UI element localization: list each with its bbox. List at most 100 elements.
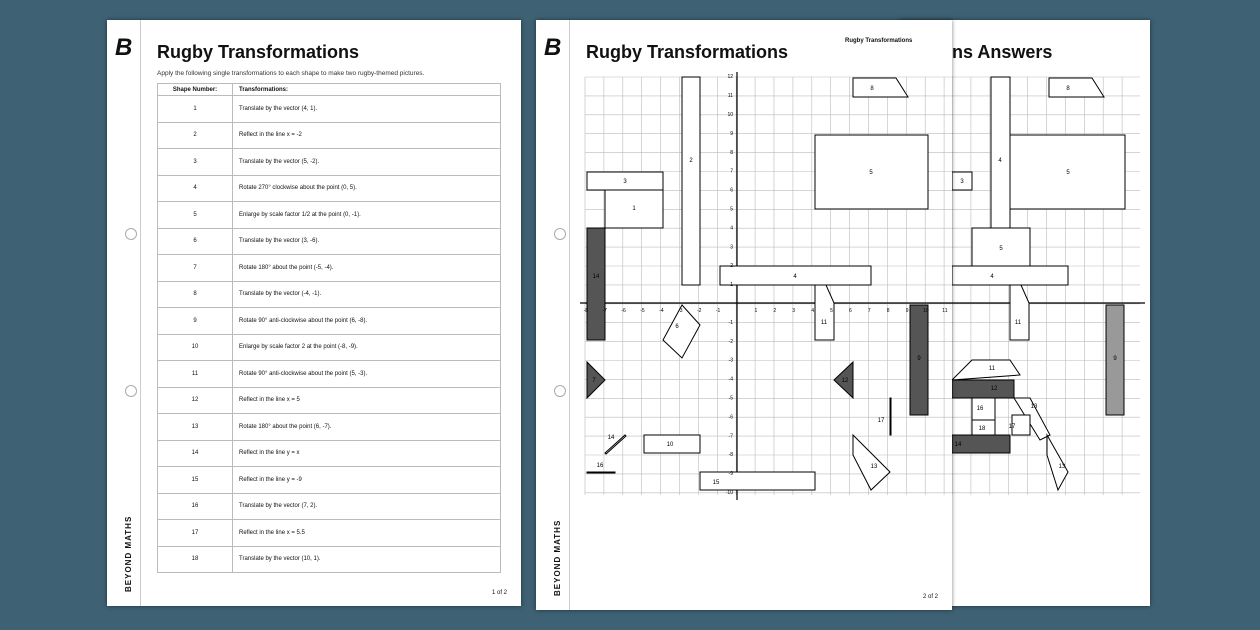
shape-label: 17 xyxy=(878,418,885,424)
x-tick-label: -5 xyxy=(640,308,645,314)
shape xyxy=(1046,433,1069,492)
shape xyxy=(950,359,1021,381)
x-tick-label: 5 xyxy=(830,308,833,314)
y-tick-label: 11 xyxy=(728,93,733,99)
page-title: Rugby Transformations xyxy=(157,42,360,62)
shape xyxy=(990,76,1011,231)
y-tick-label: 1 xyxy=(730,282,733,288)
shape-label: 12 xyxy=(842,378,849,384)
y-tick-label: 6 xyxy=(730,188,733,194)
transformation: Translate by the vector (5, -2). xyxy=(232,148,501,176)
transformation: Translate by the vector (4, 1). xyxy=(232,95,501,123)
transformation: Enlarge by scale factor 2 at the point (… xyxy=(232,333,501,361)
shape-label: 17 xyxy=(1009,424,1016,430)
x-tick-label: 9 xyxy=(906,308,909,314)
shape xyxy=(586,471,616,474)
shape-label: 5 xyxy=(869,170,873,176)
binding-strip xyxy=(107,20,141,606)
page-number: 1 of 2 xyxy=(491,590,507,596)
shape-number: 8 xyxy=(157,280,233,308)
transformation: Rotate 180° about the point (-5, -4). xyxy=(232,254,501,282)
shape xyxy=(699,471,816,491)
shape-label: 4 xyxy=(990,274,994,280)
y-tick-label: 9 xyxy=(730,131,733,137)
punch-hole xyxy=(554,228,566,240)
shape xyxy=(909,304,929,416)
shape xyxy=(852,77,909,98)
x-tick-label: -2 xyxy=(697,308,702,314)
shape-number: 5 xyxy=(157,201,233,229)
x-tick-label: 2 xyxy=(773,308,776,314)
shape-label: 14 xyxy=(608,435,615,441)
shape-number: 16 xyxy=(157,492,233,520)
shape-label: 13 xyxy=(1031,404,1038,410)
shape-label: 7 xyxy=(592,378,596,384)
shape xyxy=(604,434,627,455)
y-tick-label: 2 xyxy=(730,263,733,269)
shape xyxy=(1048,77,1105,98)
punch-hole xyxy=(125,385,137,397)
x-tick-label: 8 xyxy=(887,308,890,314)
punch-hole xyxy=(125,228,137,240)
x-tick-label: -4 xyxy=(659,308,664,314)
transformation: Rotate 270° clockwise about the point (0… xyxy=(232,174,501,202)
y-tick-label: 12 xyxy=(727,74,733,80)
shape xyxy=(833,360,854,400)
shape xyxy=(586,227,606,341)
transformation: Enlarge by scale factor 1/2 at the point… xyxy=(232,201,501,229)
y-tick-label: 10 xyxy=(727,112,733,118)
shape-label: 13 xyxy=(871,464,878,470)
y-tick-label: 7 xyxy=(730,169,733,175)
transformation: Translate by the vector (10, 1). xyxy=(232,545,501,573)
shape-number: 9 xyxy=(157,307,233,335)
y-tick-label: -4 xyxy=(729,377,734,383)
x-tick-label: 1 xyxy=(755,308,758,314)
shape-number: 7 xyxy=(157,254,233,282)
x-tick-label: -3 xyxy=(678,308,683,314)
logo: B xyxy=(544,34,562,61)
shape xyxy=(662,304,701,359)
transformation: Reflect in the line x = 5.5 xyxy=(232,519,501,547)
shape-number: 11 xyxy=(157,360,233,388)
shape-label: 18 xyxy=(979,426,986,432)
shape-label: 4 xyxy=(793,274,797,280)
transformation: Reflect in the line y = x xyxy=(232,439,501,467)
shape-number: 15 xyxy=(157,466,233,494)
shape xyxy=(1105,304,1125,416)
y-tick-label: -3 xyxy=(729,358,734,364)
shape-label: 11 xyxy=(821,320,828,326)
shape-label: 13 xyxy=(1059,464,1066,470)
shape xyxy=(1013,397,1051,441)
transformation: Rotate 180° about the point (6, -7). xyxy=(232,413,501,441)
y-tick-label: -10 xyxy=(726,490,733,496)
y-tick-label: -5 xyxy=(729,396,734,402)
shape-number: 14 xyxy=(157,439,233,467)
shape xyxy=(1011,414,1031,436)
y-tick-label: -2 xyxy=(729,339,734,345)
shape xyxy=(586,360,606,400)
transformation: Reflect in the line x = 5 xyxy=(232,386,501,414)
x-tick-label: -1 xyxy=(716,308,721,314)
coordinate-grid: 123456789101112131415161714-8-7-6-5-4-3-… xyxy=(580,72,952,500)
shape-label: 9 xyxy=(917,356,921,362)
transformation: Reflect in the line y = -9 xyxy=(232,466,501,494)
x-tick-label: -7 xyxy=(602,308,607,314)
x-tick-label: 7 xyxy=(868,308,871,314)
x-tick-label: 3 xyxy=(792,308,795,314)
shape-label: 5 xyxy=(1066,170,1070,176)
y-tick-label: 5 xyxy=(730,207,733,213)
shape-label: 2 xyxy=(689,158,693,164)
transformation: Translate by the vector (7, 2). xyxy=(232,492,501,520)
shape xyxy=(643,434,701,454)
shape-number: 1 xyxy=(157,95,233,123)
